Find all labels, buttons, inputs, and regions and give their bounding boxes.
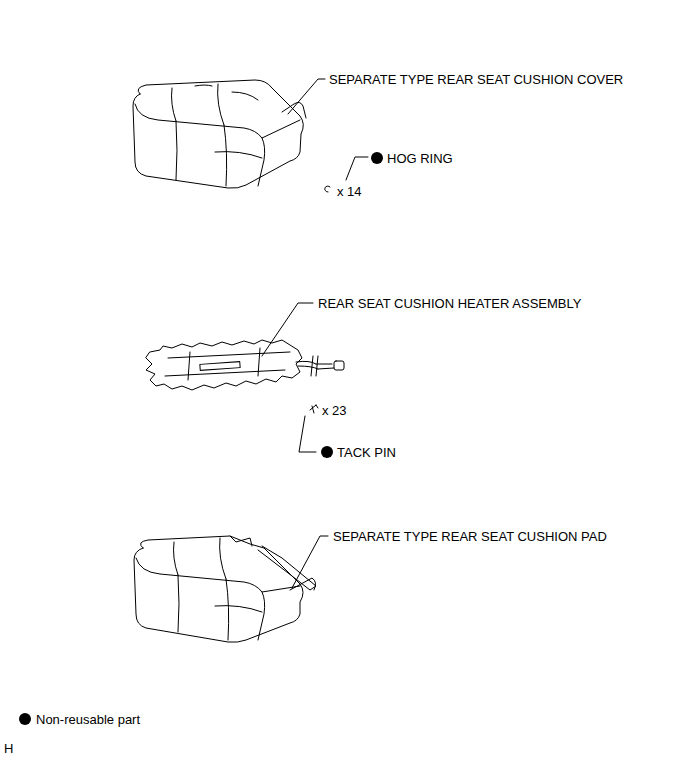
part-name: REAR SEAT CUSHION HEATER ASSEMBLY	[318, 296, 581, 311]
non-reusable-mark	[321, 446, 333, 458]
part-name: TACK PIN	[337, 445, 396, 460]
part-name: HOG RING	[387, 151, 453, 166]
leader-line	[299, 416, 316, 452]
part-name: SEPARATE TYPE REAR SEAT CUSHION COVER	[329, 72, 623, 87]
legend-text: Non-reusable part	[36, 712, 140, 727]
quantity: x 14	[337, 184, 362, 199]
leader-line	[292, 536, 328, 588]
leader-line	[346, 157, 368, 180]
legend-swatch	[19, 713, 31, 725]
leader-line	[262, 303, 313, 356]
cushion-pad-drawing	[134, 536, 316, 642]
heater-assembly-drawing	[146, 340, 344, 390]
part-name: SEPARATE TYPE REAR SEAT CUSHION PAD	[333, 529, 607, 544]
cushion-cover-drawing	[133, 80, 306, 188]
hog-ring-icon	[325, 186, 330, 192]
leader-line	[288, 79, 325, 114]
non-reusable-mark	[371, 152, 383, 164]
figure-code: H	[4, 741, 13, 756]
tack-pin-icon	[310, 405, 318, 413]
quantity: x 23	[322, 403, 347, 418]
